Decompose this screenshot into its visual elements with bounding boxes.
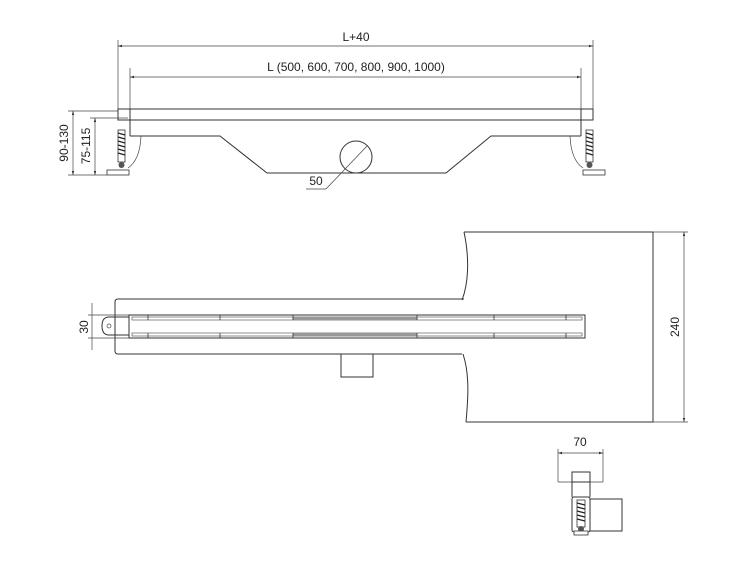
overall-length-label: L+40 <box>342 30 369 44</box>
height-range-inner-label: 75-115 <box>79 127 93 164</box>
bracket <box>127 135 142 169</box>
channel-outline <box>114 298 464 355</box>
adjustable-foot-right <box>582 129 606 176</box>
grate-frame <box>117 108 594 121</box>
side-view: 70 <box>557 435 623 536</box>
length-label: L (500, 600, 700, 800, 900, 1000) <box>267 60 445 74</box>
channel-body <box>130 135 581 174</box>
bracket <box>569 135 584 169</box>
grate-section <box>571 471 591 483</box>
outlet-diameter-label: 50 <box>309 174 323 188</box>
leader-line <box>325 145 368 190</box>
break-line <box>461 231 469 423</box>
width-label: 30 <box>77 320 91 334</box>
adjustable-foot-left <box>106 129 130 176</box>
plan-view: 30 240 <box>77 231 688 423</box>
fixing-hole <box>106 323 112 329</box>
adjustable-foot-side <box>573 499 589 536</box>
elevation-view: L+40 L (500, 600, 700, 800, 900, 1000) 5… <box>57 30 606 190</box>
outlet-pipe <box>339 140 373 174</box>
fixing-lug <box>101 316 129 336</box>
outlet-section <box>589 498 623 532</box>
grate <box>128 314 586 339</box>
floor-section <box>464 231 654 423</box>
height-range-outer-label: 90-130 <box>57 124 71 162</box>
side-width-label: 70 <box>573 435 587 449</box>
outlet <box>340 353 374 378</box>
floor-depth-label: 240 <box>668 317 682 337</box>
